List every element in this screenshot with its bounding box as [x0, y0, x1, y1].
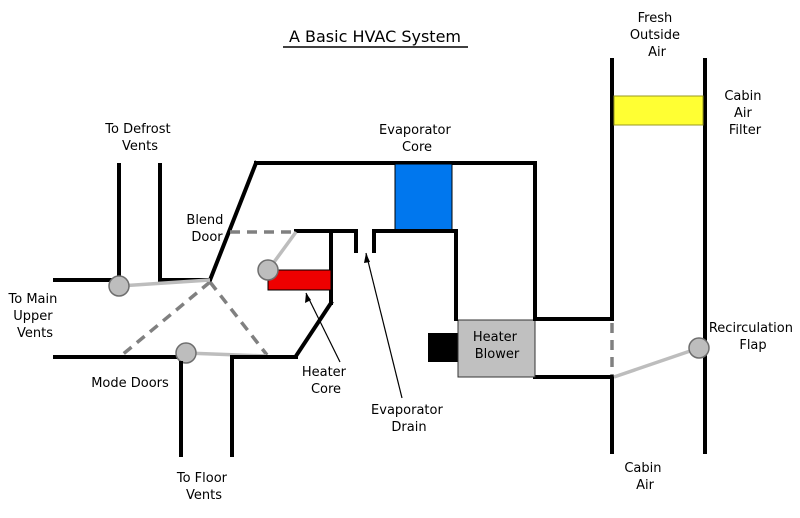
- recirculation-flap: [613, 346, 700, 379]
- evaporator-core: [394, 163, 453, 232]
- mode-door-alt-position-right: [208, 280, 269, 357]
- recirculation-flap-pivot: [688, 337, 710, 359]
- heater-blower: [457, 319, 536, 378]
- evaporator-drain-arrow-head: [364, 253, 370, 263]
- label-heater-blower: Heater Blower: [473, 330, 521, 362]
- blower-motor: [428, 333, 458, 362]
- evaporator-drain-arrow-line: [365, 252, 403, 399]
- label-cabin-air: Cabin Air: [624, 461, 665, 493]
- label-evaporator-drain: Evaporator Drain: [371, 403, 447, 435]
- diagram-title: A Basic HVAC System: [289, 27, 461, 46]
- blend-door-pivot: [257, 259, 279, 281]
- cabin-air-filter: [613, 95, 704, 126]
- mode-door-alt-position-left: [120, 280, 212, 357]
- floor-mode-door-pivot: [175, 342, 197, 364]
- label-evaporator-core: Evaporator Core: [379, 123, 455, 155]
- label-recirculation-flap: Recirculation Flap: [709, 321, 797, 353]
- label-fresh-outside-air: Fresh Outside Air: [630, 11, 684, 60]
- defrost-mode-door-pivot: [108, 275, 130, 297]
- heater-chamber-slant: [293, 300, 334, 359]
- label-mode-doors: Mode Doors: [91, 376, 169, 391]
- heater-core-arrow-head: [305, 293, 311, 303]
- label-blend-door: Blend Door: [186, 213, 227, 245]
- label-heater-core: Heater Core: [302, 365, 350, 397]
- label-to-floor-vents: To Floor Vents: [176, 471, 231, 503]
- label-cabin-air-filter: Cabin Air Filter: [724, 89, 765, 138]
- heater-core-arrow-line: [305, 292, 341, 363]
- housing-slant-wall: [207, 160, 259, 283]
- label-to-main-upper-vents: To Main Upper Vents: [8, 292, 62, 341]
- label-to-defrost-vents: To Defrost Vents: [104, 122, 174, 154]
- defrost-mode-door: [118, 278, 211, 288]
